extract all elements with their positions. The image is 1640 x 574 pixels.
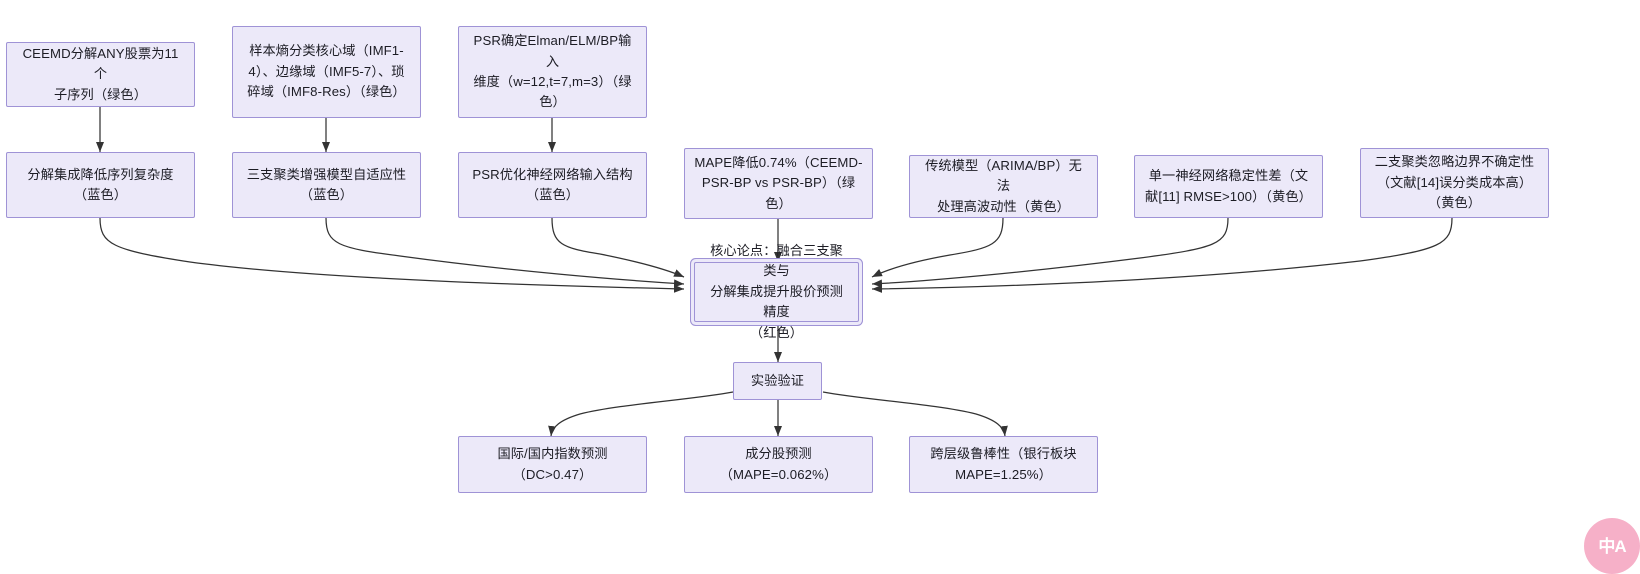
node-gap-two-way-clustering[interactable]: 二支聚类忽略边界不确定性 （文献[14]误分类成本高） （黄色）	[1360, 148, 1549, 218]
node-gap-single-neural-network[interactable]: 单一神经网络稳定性差（文 献[11] RMSE>100）（黄色）	[1134, 155, 1323, 218]
node-core-claim[interactable]: 核心论点：融合三支聚类与 分解集成提升股价预测精度 （红色）	[694, 243, 859, 340]
node-evidence-psr-dimension[interactable]: PSR确定Elman/ELM/BP输入 维度（w=12,t=7,m=3）（绿 色…	[458, 26, 647, 118]
edge-singlenn-to-core	[871, 217, 1229, 288]
edge-twoway-to-core	[871, 217, 1453, 293]
node-experimental-validation[interactable]: 实验验证	[733, 362, 822, 400]
edge-traditional-to-core	[871, 217, 1004, 278]
node-claim-decomposition[interactable]: 分解集成降低序列复杂度 （蓝色）	[6, 152, 195, 218]
watermark-badge: 中A	[1584, 518, 1640, 574]
edge-validation-to-robust	[822, 391, 1008, 437]
node-claim-three-way-clustering[interactable]: 三支聚类增强模型自适应性 （蓝色）	[232, 152, 421, 218]
node-result-cross-level-robustness[interactable]: 跨层级鲁棒性（银行板块 MAPE=1.25%）	[909, 436, 1098, 493]
node-evidence-ceemd[interactable]: CEEMD分解ANY股票为11个 子序列（绿色）	[6, 42, 195, 107]
edge-decomp-to-core	[99, 217, 685, 293]
node-gap-traditional-models[interactable]: 传统模型（ARIMA/BP）无法 处理高波动性（黄色）	[909, 155, 1098, 218]
node-evidence-sample-entropy[interactable]: 样本熵分类核心域（IMF1- 4）、边缘域（IMF5-7）、琐 碎域（IMF8-…	[232, 26, 421, 118]
node-result-component-stock[interactable]: 成分股预测 （MAPE=0.062%）	[684, 436, 873, 493]
node-evidence-mape-improvement[interactable]: MAPE降低0.74%（CEEMD- PSR-BP vs PSR-BP）（绿 色…	[684, 148, 873, 219]
edge-cluster-to-core	[325, 217, 685, 288]
node-result-index-prediction[interactable]: 国际/国内指数预测 （DC>0.47）	[458, 436, 647, 493]
edge-psrclaim-to-core	[551, 217, 685, 278]
edge-validation-to-index	[548, 391, 734, 437]
node-claim-psr-input-structure[interactable]: PSR优化神经网络输入结构 （蓝色）	[458, 152, 647, 218]
